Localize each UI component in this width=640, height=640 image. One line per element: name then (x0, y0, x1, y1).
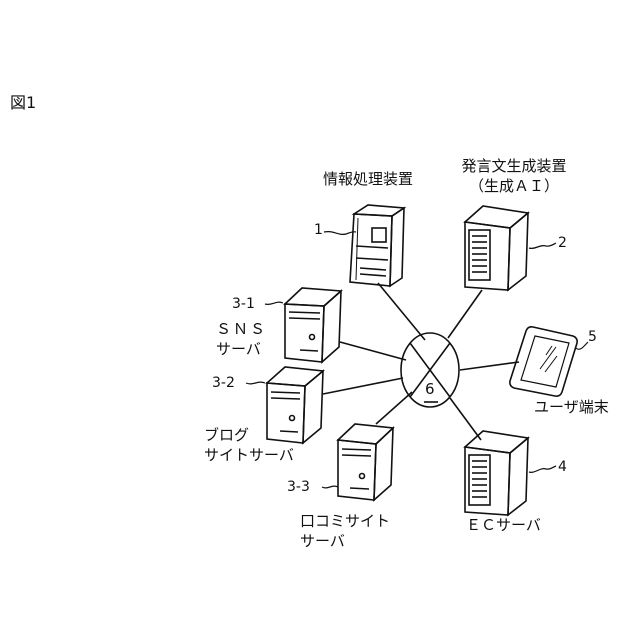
sns-server-label: ＳＮＳ (216, 320, 267, 339)
info-processing-ref: 1 (314, 222, 323, 238)
link-blog-server (323, 378, 403, 394)
information-processing-device-icon (350, 205, 404, 286)
ec-server-label: ＥＣサーバ (466, 516, 541, 535)
leader-3-2 (246, 382, 265, 384)
info-processing-label: 情報処理装置 (308, 170, 428, 189)
speech-generation-device-icon (465, 206, 528, 290)
blog-server-label: ブログ (204, 426, 249, 445)
leader-4 (529, 466, 556, 472)
review-server-sublabel: サーバ (300, 532, 345, 551)
blog-server-sublabel: サイトサーバ (204, 446, 294, 465)
link-user-terminal (460, 362, 519, 370)
ec-server-ref: 4 (558, 459, 567, 475)
leader-2 (529, 243, 556, 248)
smartphone-icon (510, 327, 577, 396)
speech-generator-sublabel: （生成ＡＩ） (454, 177, 574, 196)
speech-generator-ref: 2 (558, 235, 567, 251)
figure-title: 図1 (10, 93, 36, 112)
leader-3-3 (322, 486, 338, 488)
user-terminal-label: ユーザ端末 (534, 398, 609, 417)
ec-server-icon (465, 431, 528, 515)
leader-3-1 (265, 302, 283, 304)
link-info-processing (378, 283, 425, 340)
link-sns-server (340, 342, 406, 360)
link-ec-server (450, 398, 481, 440)
speech-generator-label: 発言文生成装置 (454, 157, 574, 176)
leader-5 (576, 342, 588, 349)
blog-site-server-icon (267, 367, 323, 443)
link-speech-generator (448, 290, 482, 338)
network-ref: 6 (425, 381, 435, 397)
sns-server-sublabel: サーバ (216, 340, 261, 359)
leader-1 (324, 232, 356, 235)
review-server-label: 口コミサイト (300, 512, 390, 531)
review-server-ref: 3-3 (287, 479, 310, 495)
sns-server-ref: 3-1 (232, 296, 255, 312)
link-review-server (376, 392, 412, 424)
review-site-server-icon (338, 424, 393, 500)
sns-server-icon (285, 288, 341, 362)
user-terminal-ref: 5 (588, 329, 597, 345)
blog-server-ref: 3-2 (212, 375, 235, 391)
